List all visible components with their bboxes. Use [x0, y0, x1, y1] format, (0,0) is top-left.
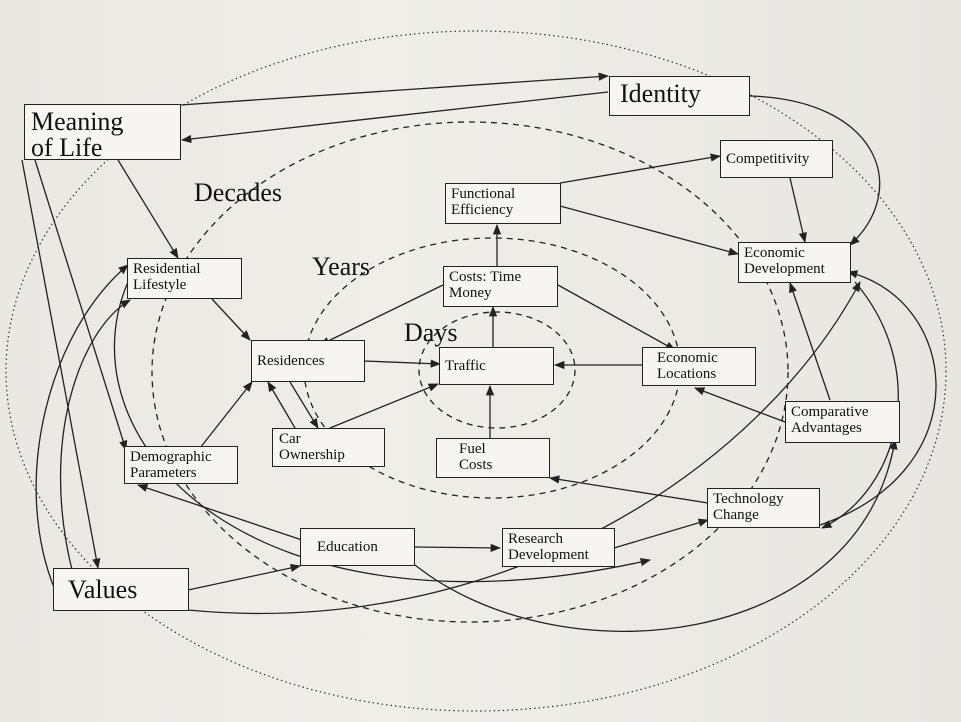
link-identity-meaning: [180, 91, 609, 144]
node-economic-development: Economic Development: [738, 242, 851, 283]
link-car-residences: [267, 381, 296, 429]
node-car-ownership: Car Ownership: [272, 428, 385, 467]
link-costs-locations: [557, 284, 676, 351]
link-residences-traffic: [363, 359, 442, 368]
node-competitivity: Competitivity: [720, 140, 833, 178]
node-fuel-costs: Fuel Costs: [436, 438, 550, 478]
node-technology-change: Technology Change: [707, 488, 820, 528]
link-education-comparative: [414, 438, 898, 632]
link-values-education: [187, 563, 302, 591]
link-comparative-locations: [694, 387, 786, 423]
link-education-rd: [414, 543, 502, 553]
link-technology-fuel: [548, 475, 709, 504]
node-residential-lifestyle: Residential Lifestyle: [127, 258, 242, 299]
node-economic-locations: Economic Locations: [642, 347, 756, 386]
link-meaning-lifestyle: [117, 159, 179, 259]
link-functional-economic: [559, 205, 740, 256]
link-meaning-demographic: [34, 159, 128, 451]
outer-dotted-ring: [5, 30, 947, 712]
link-values-demographic: [60, 299, 131, 571]
node-research-development: Research Development: [502, 528, 615, 567]
link-costs-residences: [319, 284, 444, 346]
node-traffic: Traffic: [439, 347, 554, 385]
link-lifestyle-loop: [113, 281, 652, 583]
link-residences-car: [289, 381, 319, 429]
node-meaning-of-life: Meaning of Life: [24, 104, 181, 160]
node-functional-efficiency: Functional Efficiency: [445, 183, 561, 224]
link-identity-economic: [749, 95, 881, 246]
decades-label: Decades: [194, 178, 283, 207]
decades-ring: [151, 121, 789, 623]
node-costs-time-money: Costs: Time Money: [443, 266, 558, 307]
link-lifestyle-residences: [211, 298, 251, 341]
link-values-economic: [187, 281, 861, 615]
link-values-lifestyle: [35, 264, 129, 591]
node-residences: Residences: [251, 340, 365, 382]
link-demographic-residences: [199, 381, 253, 449]
link-education-demographic: [137, 484, 303, 541]
link-car-traffic: [329, 383, 439, 429]
days-label: Days: [404, 318, 458, 347]
link-technology-economic: [819, 270, 937, 526]
link-competitivity-economic: [789, 177, 807, 244]
link-comparative-economic: [789, 282, 831, 401]
link-rd-technology: [613, 518, 709, 549]
node-identity: Identity: [609, 76, 750, 116]
node-values: Values: [53, 568, 189, 611]
node-education: Education: [300, 528, 415, 566]
node-comparative-advantages: Comparative Advantages: [785, 401, 900, 443]
years-label: Years: [312, 252, 371, 281]
link-meaning-identity: [179, 72, 610, 106]
link-functional-competitivity: [559, 153, 722, 184]
node-demographic-parameters: Demographic Parameters: [124, 446, 238, 484]
